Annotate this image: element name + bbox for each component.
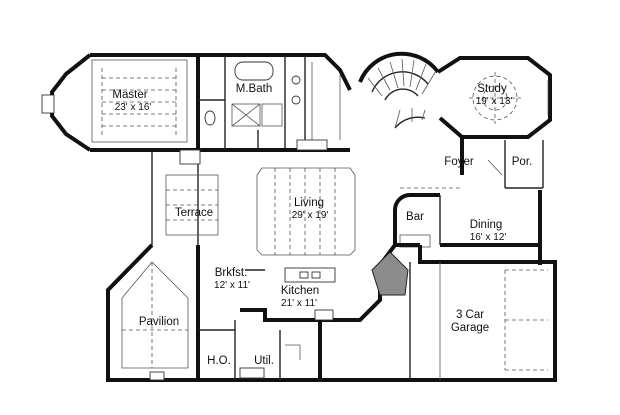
- ho-label: H.O.: [207, 355, 231, 367]
- ho-util-walls: [198, 320, 322, 382]
- master-suite-walls: [41, 53, 200, 152]
- garage-walls: [320, 245, 557, 382]
- spiral-stair: [358, 51, 440, 129]
- dining-dims: 16' x 12': [470, 232, 507, 243]
- brkfst-label: Brkfst.: [215, 267, 248, 279]
- study-dims: 19' x 13': [476, 96, 513, 107]
- foyer-walls: [400, 137, 544, 189]
- brkfst-dims: 12' x 11': [214, 280, 250, 291]
- util-label: Util.: [254, 355, 274, 367]
- porch-label: Por.: [512, 156, 532, 168]
- pavilion-label: Pavilion: [139, 316, 179, 328]
- kitchen-label: Kitchen: [281, 285, 319, 297]
- mbath-label: M.Bath: [236, 83, 272, 95]
- living-walls: [256, 139, 356, 256]
- master-label: Master: [112, 89, 147, 101]
- master-ceiling-lines: [101, 68, 177, 136]
- terrace-label: Terrace: [175, 207, 213, 219]
- study-walls: [436, 56, 552, 139]
- living-label: Living: [294, 197, 324, 209]
- garage-label-line1: 3 Car: [456, 309, 484, 321]
- bar-dining-walls: [393, 190, 542, 265]
- study-label: Study: [477, 83, 507, 95]
- foyer-label: Foyer: [444, 156, 474, 168]
- pavilion-walls: [106, 243, 200, 382]
- terrace-walls: [151, 149, 219, 245]
- garage-label-line2: Garage: [451, 322, 489, 334]
- kitchen-walls: [196, 243, 420, 322]
- living-dims: 29' x 19': [292, 210, 329, 221]
- master-dims: 23' x 16': [115, 102, 152, 113]
- master-bath-walls: [198, 53, 352, 152]
- dining-label: Dining: [470, 219, 503, 231]
- bar-label: Bar: [406, 211, 424, 223]
- kitchen-dims: 21' x 11': [281, 298, 317, 309]
